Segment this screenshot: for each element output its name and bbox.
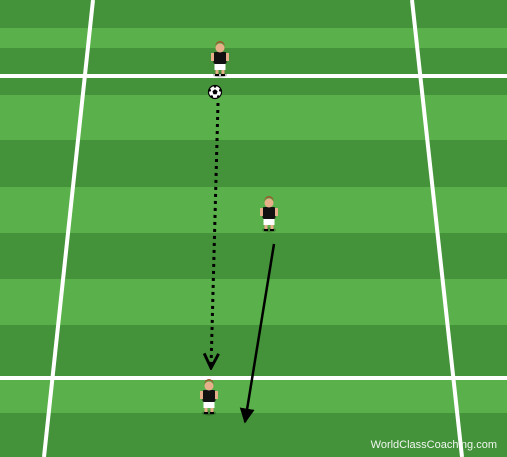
player-shirt — [262, 207, 276, 219]
player-leg — [270, 224, 274, 230]
pitch-stripe — [0, 95, 507, 140]
player-head — [204, 381, 214, 391]
pitch-stripe — [0, 233, 507, 279]
player-arm — [215, 391, 218, 399]
player-arm — [275, 208, 278, 216]
pass-arrow — [211, 102, 218, 368]
player-boot — [221, 74, 225, 76]
player-head — [264, 198, 274, 208]
pitch-stripe — [0, 140, 507, 187]
watermark-text: WorldClassCoaching.com — [370, 439, 497, 451]
player-leg — [221, 69, 225, 75]
pitch-stripe — [0, 28, 507, 48]
player-shirt — [202, 390, 216, 402]
passer-player — [211, 41, 229, 78]
player-hair — [264, 196, 274, 202]
ball — [207, 84, 223, 100]
runner-player — [260, 196, 278, 233]
pitch-stripe — [0, 279, 507, 325]
player-boot — [204, 412, 208, 414]
player-boot — [264, 229, 268, 231]
player-leg — [264, 224, 268, 230]
pitch-stripe — [0, 187, 507, 233]
player-leg — [215, 69, 219, 75]
player-arm — [211, 53, 214, 61]
player-hair — [204, 379, 214, 385]
player-head — [215, 43, 225, 53]
player-leg — [204, 407, 208, 413]
player-arm — [226, 53, 229, 61]
player-hair — [215, 41, 225, 47]
player-shorts — [263, 218, 275, 225]
player-shorts — [203, 401, 215, 408]
pitch-stripe — [0, 378, 507, 413]
player-boot — [210, 412, 214, 414]
pitch-stripe — [0, 48, 507, 95]
player-leg — [210, 407, 214, 413]
run-arrow — [239, 243, 276, 424]
left-sideline — [42, 0, 95, 457]
player-boot — [270, 229, 274, 231]
pitch-stripe — [0, 0, 507, 28]
player-boot — [215, 74, 219, 76]
player-arm — [200, 391, 203, 399]
player-arm — [260, 208, 263, 216]
player-shirt — [213, 52, 227, 64]
player-shorts — [214, 63, 226, 70]
receiver-player — [200, 379, 218, 416]
right-sideline — [410, 0, 464, 457]
